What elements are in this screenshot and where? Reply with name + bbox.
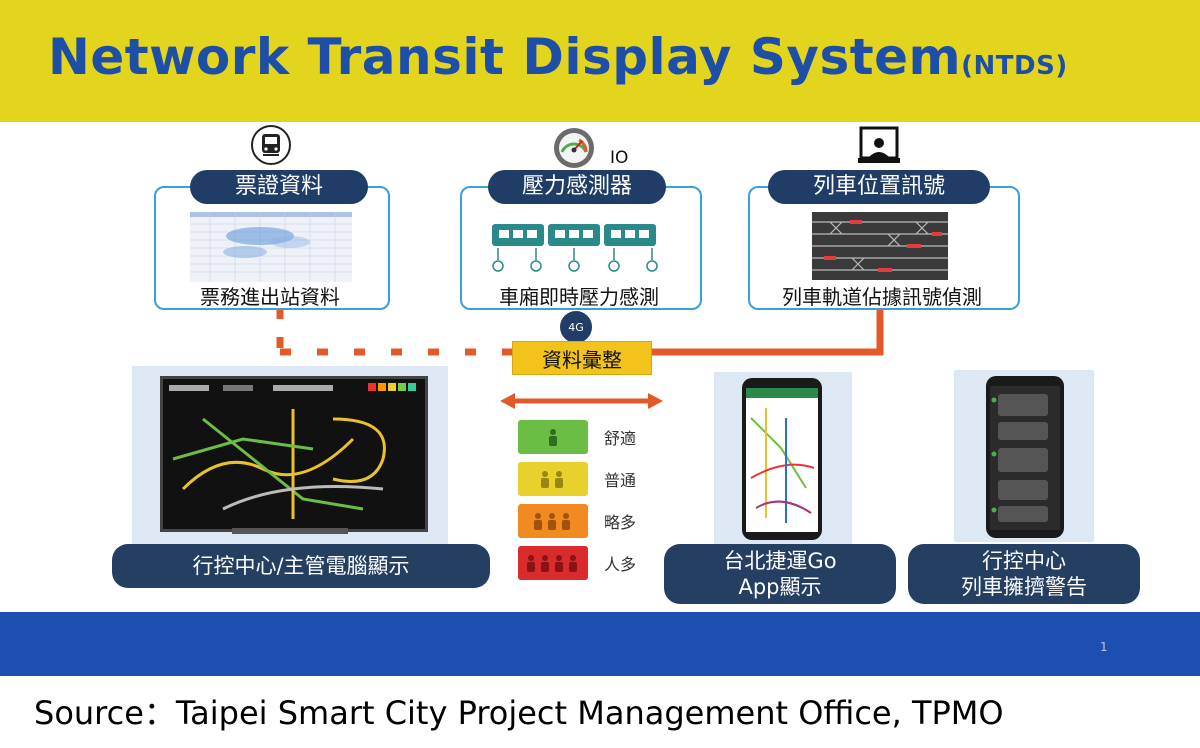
metro-train-icon xyxy=(250,124,292,166)
control-center-screen xyxy=(160,376,428,532)
warning-phone xyxy=(986,376,1064,538)
tv-stand xyxy=(232,528,348,534)
caption-pressure: 車廂即時壓力感測 xyxy=(499,285,659,309)
source-credit: Source：Taipei Smart City Project Managem… xyxy=(34,694,1004,732)
label-crowding-warning: 行控中心列車擁擠警告 xyxy=(908,544,1140,604)
io-badge: IO xyxy=(610,148,629,168)
source-box-pressure xyxy=(460,186,702,310)
bottom-band xyxy=(0,612,1200,676)
connector-lines xyxy=(276,308,884,409)
people-icon xyxy=(534,513,570,530)
ticket-heatmap-image xyxy=(190,212,352,282)
arrow-right-head xyxy=(648,393,663,409)
caption-ticket: 票務進出站資料 xyxy=(200,285,340,309)
label-control-center-display: 行控中心/主管電腦顯示 xyxy=(112,544,490,588)
legend-swatch-crowded xyxy=(518,546,588,580)
connector-train-position xyxy=(650,308,884,356)
warning-message-list xyxy=(991,394,1048,522)
network-4g-badge: 4G xyxy=(560,311,592,343)
legend-swatch-normal xyxy=(518,462,588,496)
person-icon xyxy=(549,429,557,446)
title-bar xyxy=(0,0,1200,122)
legend-swatch-busy xyxy=(518,504,588,538)
page-number: 1 xyxy=(1100,640,1108,654)
legend-swatch-comfortable xyxy=(518,420,588,454)
pressure-gauge-icon xyxy=(552,126,596,170)
pill-train-position: 列車位置訊號 xyxy=(768,170,990,204)
app-header-bar xyxy=(746,388,818,398)
app-metro-map xyxy=(750,408,815,523)
people-icon xyxy=(541,471,563,488)
legend-item-normal: 普通 xyxy=(518,462,636,496)
title-suffix: (NTDS) xyxy=(961,51,1068,81)
pill-pressure-sensor: 壓力感測器 xyxy=(488,170,666,204)
data-hub-box: 資料彙整 xyxy=(512,341,652,375)
caption-train-position: 列車軌道佔據訊號偵測 xyxy=(782,285,982,309)
legend-item-crowded: 人多 xyxy=(518,546,636,580)
people-icon xyxy=(527,555,577,572)
crowding-legend: 舒適 普通 略多 人多 xyxy=(518,420,636,580)
arrow-left-head xyxy=(500,393,515,409)
legend-item-busy: 略多 xyxy=(518,504,636,538)
page-title: Network Transit Display System(NTDS) xyxy=(48,28,1068,86)
train-cars-sensor-image xyxy=(490,222,660,276)
warning-phone-screen xyxy=(990,386,1060,530)
pill-ticket-data: 票證資料 xyxy=(190,170,368,204)
app-phone-screen xyxy=(746,388,818,532)
operator-monitor-icon xyxy=(858,126,900,166)
app-phone xyxy=(742,378,822,540)
track-occupancy-image xyxy=(812,212,948,280)
legend-item-comfortable: 舒適 xyxy=(518,420,636,454)
